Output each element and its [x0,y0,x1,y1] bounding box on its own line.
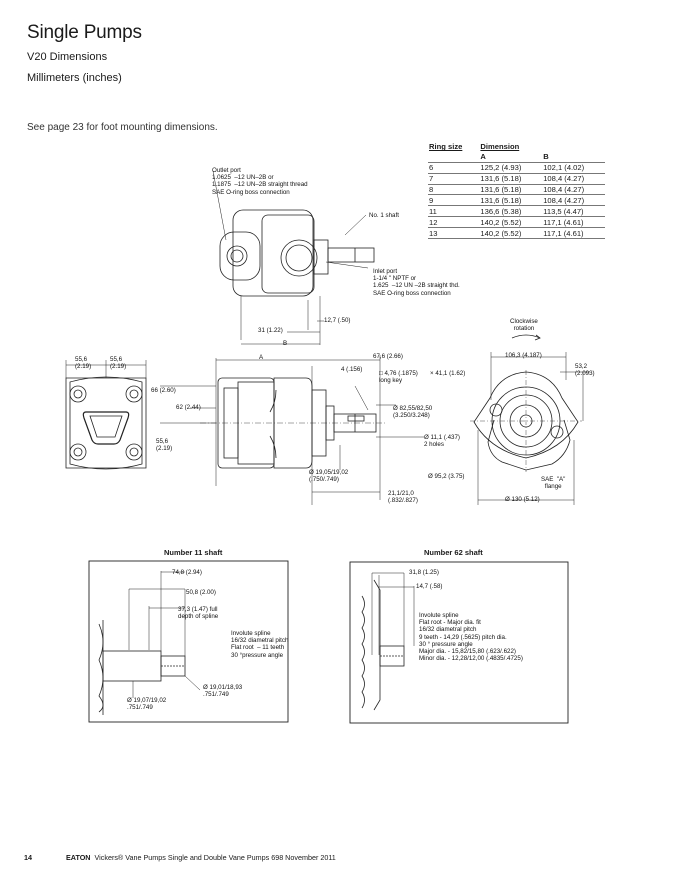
dim-b: B [283,340,288,347]
dim-130: Ø 130 (5.12) [505,496,540,503]
shaft-62-box [349,561,569,724]
page-subtitle: V20 Dimensions [27,51,108,63]
foot-mounting-note: See page 23 for foot mounting dimensions… [27,122,218,133]
col-a-header: A [480,152,486,162]
shaft11-d50-8: 50,8 (2.00) [186,589,216,596]
table-cell-a: 140,2 (5.52) [479,216,543,228]
dim-a: A [259,354,264,361]
table-cell-a: 125,2 (4.93) [479,161,543,174]
col-b-header: B [543,152,549,162]
table-cell-ring: 13 [428,227,480,240]
units-note: Millimeters (inches) [27,72,122,84]
shaft11-d37-3: 37,3 (1.47) full depth of spline [178,606,219,621]
dimension-header: Dimension [480,142,520,152]
shaft11-d19-07: Ø 19,07/19,02 .751/.749 [127,697,167,712]
rotation-label: Clockwise rotation [510,318,538,333]
dim-67-6: 67,6 (2.66) [373,353,403,360]
dim-21-1: 21,1/21,0 (.832/.827) [388,490,418,505]
table-cell-a: 131,6 (5.18) [479,172,543,185]
shaft11-spline: Involute spline 16/32 diametral pitch Fl… [231,630,289,659]
table-cell-a: 131,6 (5.18) [479,183,543,195]
dim-12-7: 12,7 (.50) [324,317,351,324]
dim-41-1: × 41,1 (1.62) [430,370,466,377]
table-cell-ring: 8 [428,183,480,195]
shaft-11-box [88,560,289,723]
dim-55-6-left: 55,6 (2.19) [75,356,92,371]
outlet-port-label: Outlet port 1.0625 –12 UN–2B or 1.1875 –… [212,167,308,196]
footer-text: Vickers® Vane Pumps Single and Double Va… [94,853,336,862]
inlet-port-label: Inlet port 1-1/4 " NPTF or 1.625 –12 UN … [373,268,460,297]
dim-4: 4 (.156) [341,366,363,373]
flange-end-view [470,334,590,505]
table-cell-b: 117,1 (4.61) [542,227,605,240]
table-cell-a: 131,6 (5.18) [479,194,543,206]
shaft11-d19-01: Ø 19,01/18,93 .751/.749 [203,684,243,699]
key-label: □ 4,76 (.1875) long key [379,370,418,385]
dim-31: 31 (1.22) [258,327,283,334]
dim-55-6-low: 55,6 (2.19) [156,438,173,453]
table-cell-ring: 6 [428,161,480,174]
dim-66: 66 (2.60) [151,387,176,394]
dim-53-2: 53,2 (2.093) [575,363,595,378]
table-cell-b: 113,5 (4.47) [542,205,605,217]
table-cell-b: 108,4 (4.27) [542,172,605,185]
dim-82-55: Ø 82,55/82,50 (3.250/3.248) [393,405,433,420]
table-cell-a: 140,2 (5.52) [479,227,543,240]
table-cell-ring: 11 [428,205,480,217]
table-cell-b: 102,1 (4.02) [542,161,605,174]
table-cell-ring: 12 [428,216,480,228]
table-cell-b: 108,4 (4.27) [542,183,605,195]
flange-label: SAE "A" flange [541,476,566,491]
table-cell-ring: 9 [428,194,480,206]
shaft-11-caption: Number 11 shaft [164,548,223,557]
inlet-end-view [65,360,147,470]
shaft11-d74-8: 74,8 (2.94) [172,569,202,576]
dim-106-3: 106,3 (4.187) [505,352,542,359]
shaft-62-caption: Number 62 shaft [424,548,483,557]
ring-size-header: Ring size [429,142,463,152]
brand-name: EATON [66,853,91,862]
page-number: 14 [24,853,32,862]
table-cell-b: 117,1 (4.61) [542,216,605,228]
side-view-pump [160,355,424,505]
shaft62-d14-7: 14,7 (.58) [416,583,443,590]
dim-95-2: Ø 95,2 (3.75) [428,473,465,480]
shaft62-d31-8: 31,8 (1.25) [409,569,439,576]
table-cell-ring: 7 [428,172,480,185]
top-view-pump [212,170,375,345]
dim-62: 62 (2.44) [176,404,201,411]
table-cell-a: 136,6 (5.38) [479,205,543,217]
shaft-label: No. 1 shaft [369,212,399,219]
dim-11-1: Ø 11,1 (.437) 2 holes [424,434,460,449]
page-title: Single Pumps [27,22,142,43]
dim-19-05: Ø 19,05/19,02 (.750/.749) [309,469,349,484]
table-cell-b: 108,4 (4.27) [542,194,605,206]
shaft62-spline: Involute spline Flat root - Major dia. f… [419,612,523,663]
dim-55-6-right: 55,6 (2.19) [110,356,127,371]
